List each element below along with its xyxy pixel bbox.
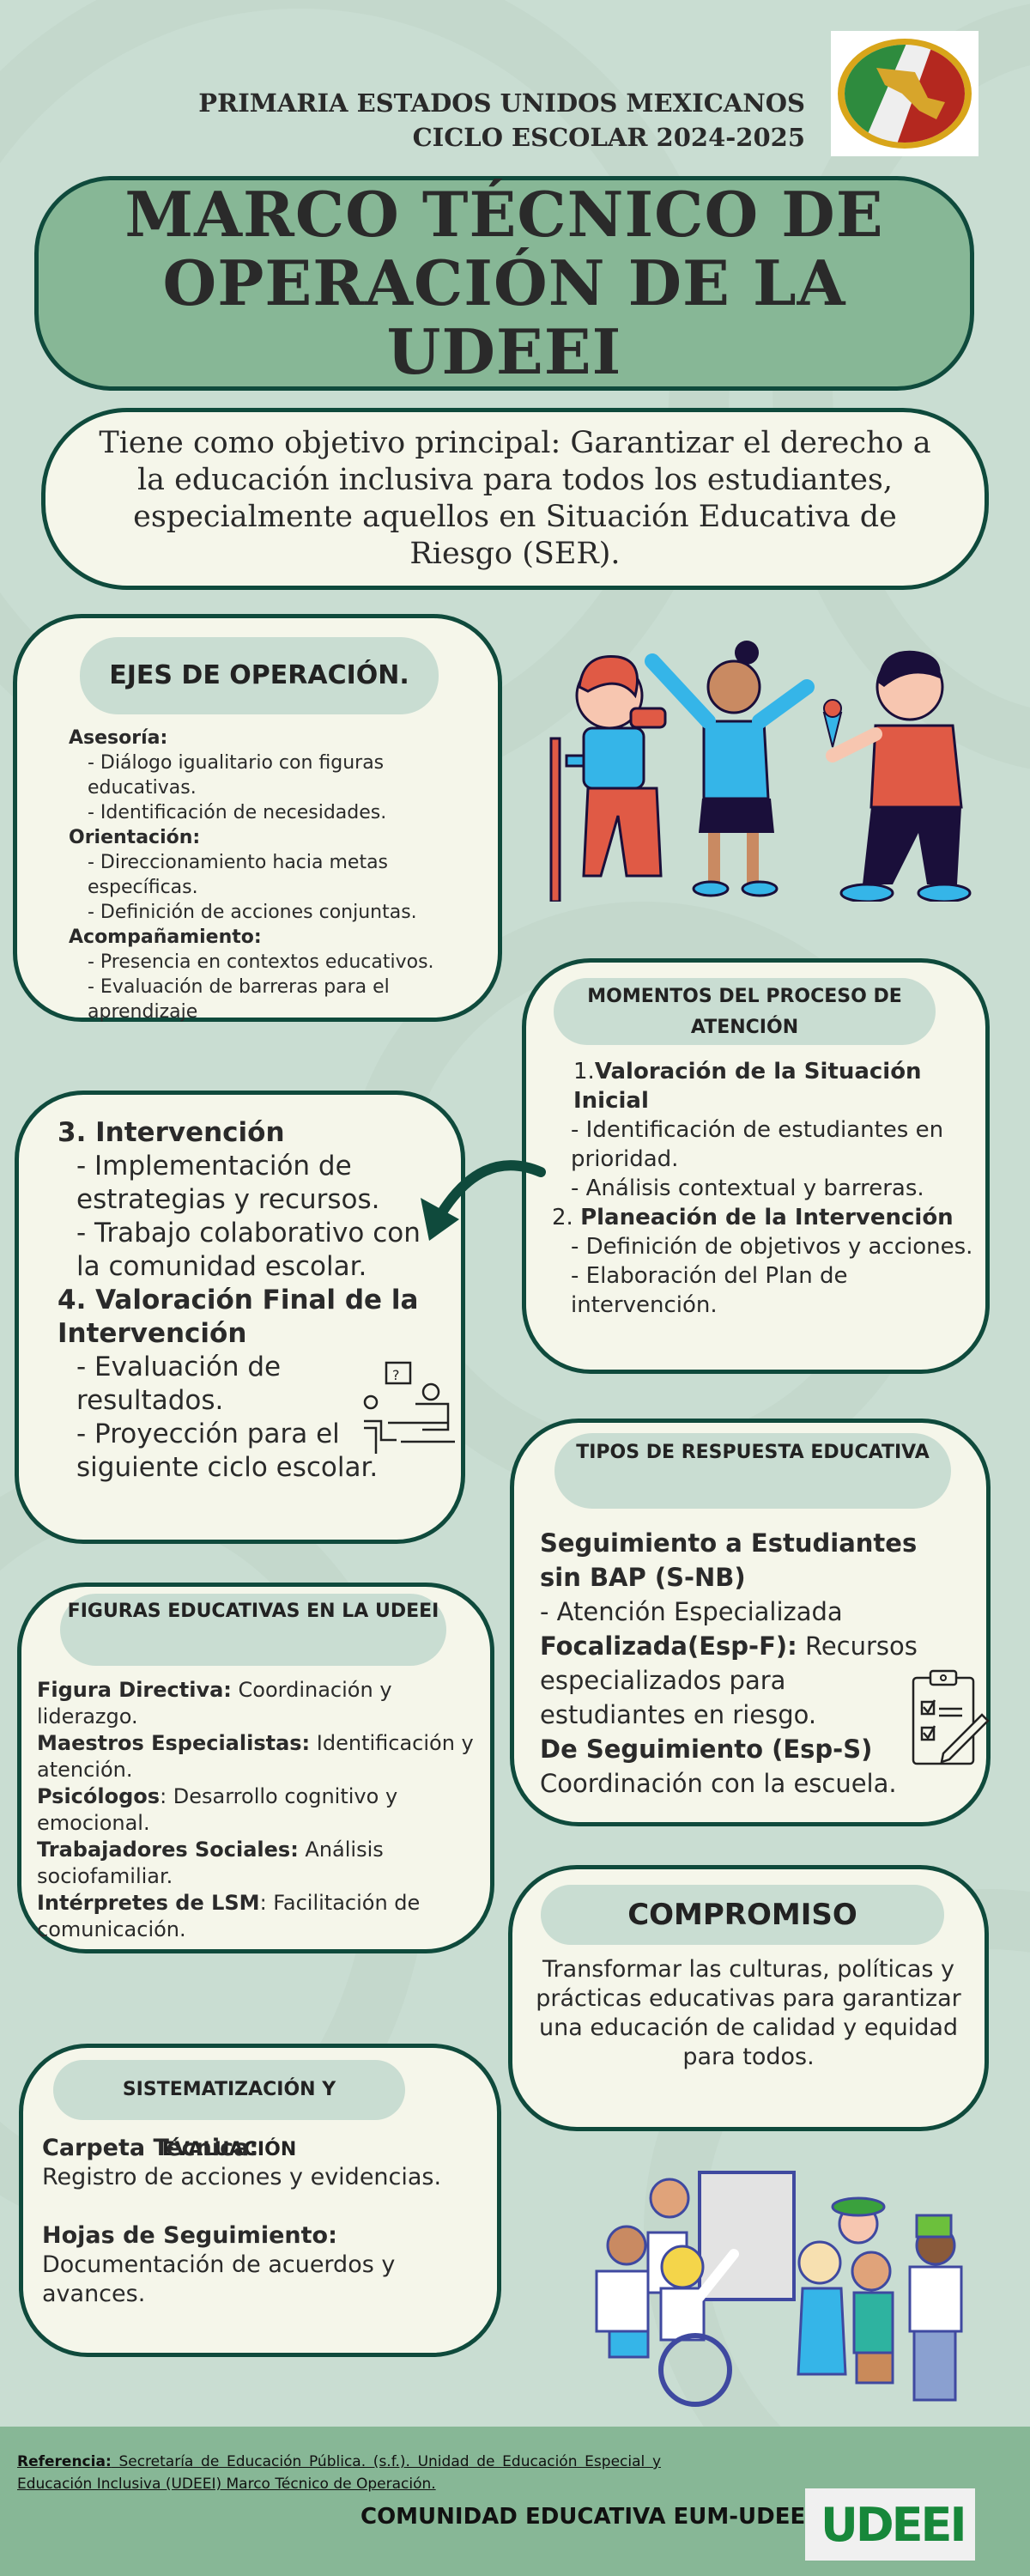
ejes-heading: EJES DE OPERACIÓN. (80, 637, 439, 714)
school-header: PRIMARIA ESTADOS UNIDOS MEXICANOS CICLO … (198, 86, 805, 155)
figura-item: Psicólogos: Desarrollo cognitivo y emoci… (37, 1784, 398, 1835)
school-year: CICLO ESCOLAR 2024-2025 (412, 123, 805, 152)
momentos-heading: MOMENTOS DEL PROCESO DE ATENCIÓN (554, 978, 936, 1045)
compromiso-heading: COMPROMISO (541, 1885, 944, 1945)
momentos-list: 1.Valoración de la Situación Inicial - I… (552, 1057, 977, 1320)
title-banner: MARCO TÉCNICO DE OPERACIÓN DE LA UDEEI (34, 176, 974, 391)
udeei-logo: UDEEI (805, 2488, 975, 2561)
sistematizacion-label: Hojas de Seguimiento: (42, 2222, 337, 2249)
eje-item: - Identificación de necesidades. (88, 802, 387, 823)
tipos-list: Seguimiento a Estudiantes sin BAP (S-NB)… (540, 1526, 969, 1801)
school-name: PRIMARIA ESTADOS UNIDOS MEXICANOS (198, 88, 805, 118)
momentos-item: - Definición de objetivos y acciones. (571, 1234, 973, 1260)
community-label: COMUNIDAD EDUCATIVA EUM-UDEEI (360, 2504, 814, 2530)
svg-text:?: ? (392, 1367, 400, 1383)
momentos-box: MOMENTOS DEL PROCESO DE ATENCIÓN 1.Valor… (522, 958, 990, 1374)
figura-item: Intérpretes de LSM: Facilitación de comu… (37, 1891, 421, 1941)
sistematizacion-text: Registro de acciones y evidencias. (42, 2164, 442, 2190)
tipo-focalizada: Focalizada(Esp-F): Recursos especializad… (540, 1631, 918, 1729)
momentos-item: - Análisis contextual y barreras. (571, 1176, 924, 1201)
page-title: MARCO TÉCNICO DE OPERACIÓN DE LA UDEEI (124, 178, 884, 388)
intervencion-item: - Evaluación de resultados. (76, 1352, 282, 1416)
intervencion-item: - Implementación de estrategias y recurs… (76, 1151, 380, 1215)
sistematizacion-list: Carpeta Técnica: Registro de acciones y … (42, 2134, 488, 2309)
ejes-list: Asesoría: - Diálogo igualitario con figu… (69, 726, 489, 1024)
figuras-list: Figura Directiva: Coordinación y lideraz… (37, 1677, 475, 1943)
clipboard-checklist-icon (912, 1669, 990, 1765)
meeting-icon: ? (363, 1361, 455, 1454)
eje-item: - Evaluación de barreras para el aprendi… (88, 976, 390, 1023)
eje-label: Asesoría: (69, 727, 168, 749)
momentos-item: - Elaboración del Plan de intervención. (571, 1263, 848, 1318)
spacer (42, 2192, 488, 2221)
intervencion-item: - Trabajo colaborativo con la comunidad … (76, 1218, 421, 1282)
tipo-text: - Atención Especializada (540, 1597, 843, 1626)
sistematizacion-label: Carpeta Técnica: (42, 2135, 259, 2161)
figura-item: Trabajadores Sociales: Análisis sociofam… (37, 1838, 384, 1888)
intervencion-box: 3. Intervención - Implementación de estr… (15, 1091, 465, 1544)
compromiso-box: COMPROMISO Transformar las culturas, pol… (508, 1865, 989, 2131)
tipo-title: De Seguimiento (Esp-S) (540, 1735, 873, 1764)
ejes-box: EJES DE OPERACIÓN. Asesoría: - Diálogo i… (13, 614, 502, 1024)
eje-item: - Presencia en contextos educativos. (88, 951, 434, 973)
objective-box: Tiene como objetivo principal: Garantiza… (41, 408, 989, 590)
school-logo (831, 31, 978, 156)
sistematizacion-text: Documentación de acuerdos y avances. (42, 2251, 396, 2307)
sistematizacion-heading: SISTEMATIZACIÓN Y EVALUACIÓN (53, 2060, 405, 2160)
tipos-heading: TIPOS DE RESPUESTA EDUCATIVA (554, 1433, 951, 1509)
figuras-heading: FIGURAS EDUCATIVAS EN LA UDEEI (60, 1594, 446, 1666)
intervencion-step-title: 4. Valoración Final de la Intervención (58, 1285, 419, 1349)
reference-citation: Referencia: Secretaría de Educación Públ… (17, 2453, 661, 2493)
curved-arrow-icon (421, 1160, 546, 1241)
objective-text: Tiene como objetivo principal: Garantiza… (99, 426, 931, 571)
tipos-box: TIPOS DE RESPUESTA EDUCATIVA Seguimiento… (510, 1419, 991, 1826)
eje-label: Orientación: (69, 827, 201, 848)
sistematizacion-box: SISTEMATIZACIÓN Y EVALUACIÓN Carpeta Téc… (19, 2044, 501, 2357)
compromiso-text: Transformar las culturas, políticas y pr… (536, 1956, 961, 2070)
momentos-item: - Identificación de estudiantes en prior… (571, 1117, 944, 1172)
footer: Referencia: Secretaría de Educación Públ… (0, 2427, 1030, 2576)
figura-item: Maestros Especialistas: Identificación y… (37, 1731, 474, 1782)
momentos-step-2: 2. Planeación de la Intervención (552, 1205, 954, 1230)
eje-item: - Diálogo igualitario con figuras educat… (88, 752, 385, 799)
eje-item: - Direccionamiento hacia metas específic… (88, 852, 389, 898)
figura-item: Figura Directiva: Coordinación y lideraz… (37, 1678, 392, 1728)
eje-item: - Definición de acciones conjuntas. (88, 902, 417, 923)
momentos-step-1: 1.Valoración de la Situación Inicial (573, 1059, 922, 1114)
intervencion-step-title: 3. Intervención (58, 1117, 285, 1148)
group-whiteboard-illustration (595, 2171, 963, 2407)
intervencion-list: 3. Intervención - Implementación de estr… (58, 1116, 435, 1485)
tipo-text: Coordinación con la escuela. (540, 1769, 897, 1798)
children-illustration (549, 641, 972, 902)
intervencion-item: - Proyección para el siguiente ciclo esc… (76, 1419, 379, 1483)
tipo-title: Seguimiento a Estudiantes sin BAP (S-NB) (540, 1528, 918, 1592)
mexico-emblem-icon (838, 39, 972, 149)
eje-label: Acompañamiento: (69, 927, 262, 948)
figuras-box: FIGURAS EDUCATIVAS EN LA UDEEI Figura Di… (17, 1583, 494, 1953)
